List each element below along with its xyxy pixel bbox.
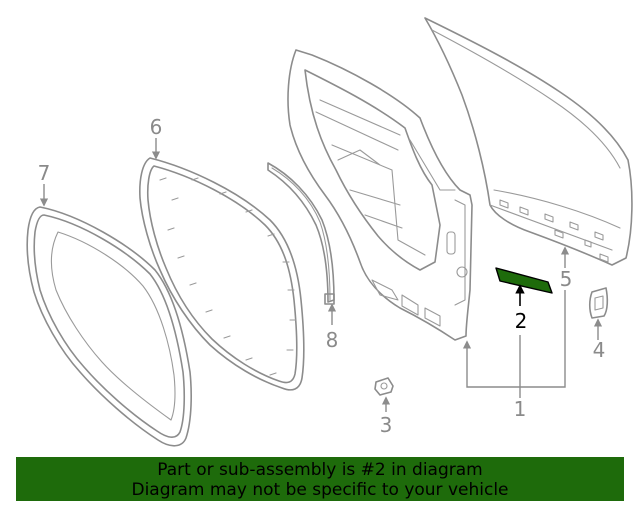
callout-1: 1 xyxy=(514,397,527,421)
callout-2: 2 xyxy=(515,309,528,333)
callout-4: 4 xyxy=(593,338,606,362)
part-1-door-frame xyxy=(287,49,473,341)
part-2-highlighted-panel xyxy=(495,267,553,294)
part-6-door-seal xyxy=(139,157,305,391)
callout-7: 7 xyxy=(38,161,51,185)
footer-banner: Part or sub-assembly is #2 in diagram Di… xyxy=(16,457,624,501)
callout-8: 8 xyxy=(326,328,339,352)
callout-6: 6 xyxy=(150,115,163,139)
callout-5: 5 xyxy=(560,267,573,291)
part-7-outer-weatherstrip xyxy=(26,206,192,447)
callout-3: 3 xyxy=(380,413,393,437)
part-8-channel xyxy=(267,162,335,305)
leader-lines xyxy=(39,138,603,412)
part-5-outer-skin xyxy=(424,17,633,266)
banner-line-1: Part or sub-assembly is #2 in diagram xyxy=(157,460,483,480)
part-4-clip xyxy=(588,287,609,319)
part-3-bracket xyxy=(374,377,394,396)
banner-line-2: Diagram may not be specific to your vehi… xyxy=(131,480,509,500)
